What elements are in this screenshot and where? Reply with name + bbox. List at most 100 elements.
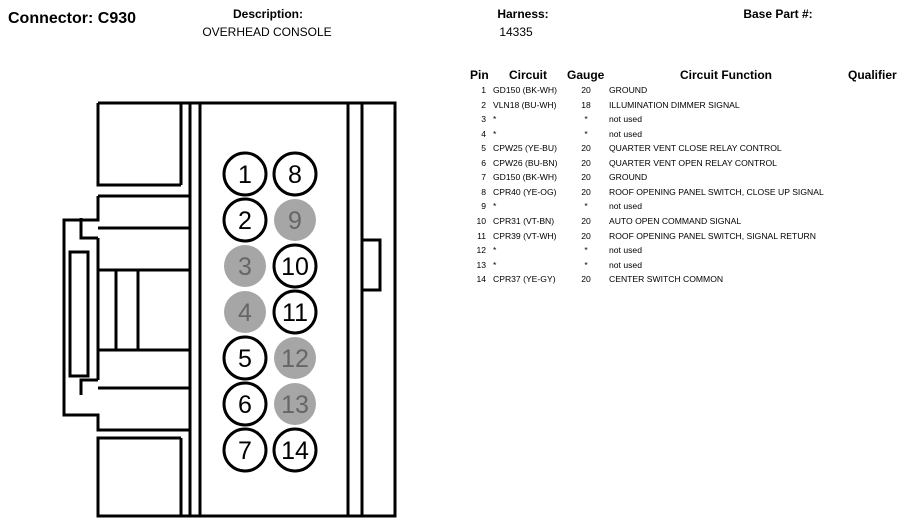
pin-11: 11: [272, 289, 318, 335]
function-cell: not used: [609, 201, 642, 212]
pin-cavity: [222, 381, 268, 427]
pin-cell: 4: [481, 128, 486, 139]
circuit-cell: *: [493, 259, 497, 270]
gauge-cell: *: [584, 259, 588, 270]
col-header-pin: Pin: [470, 68, 489, 82]
col-header-circuit: Circuit: [509, 68, 548, 82]
pin-cavity: [272, 151, 318, 197]
pin-14: 14: [272, 427, 318, 473]
function-cell: GROUND: [609, 172, 648, 183]
table-row: 1 GD150 (BK-WH) 20 GROUND: [460, 85, 905, 100]
function-cell: AUTO OPEN COMMAND SIGNAL: [609, 215, 742, 226]
pin-cell: 13: [476, 259, 486, 270]
connector-title: Connector: C930: [8, 10, 137, 27]
pin-cavity: [272, 243, 318, 289]
pin-12: 12: [274, 337, 316, 379]
connector-housing: [62, 101, 397, 518]
circuit-cell: VLN18 (BU-WH): [493, 99, 557, 110]
table-row: 7 GD150 (BK-WH) 20 GROUND: [460, 172, 905, 187]
function-cell: ROOF OPENING PANEL SWITCH, SIGNAL RETURN: [609, 230, 816, 241]
description-label: Description:: [232, 7, 303, 21]
pin-cavity: [274, 199, 316, 241]
function-cell: QUARTER VENT OPEN RELAY CONTROL: [609, 157, 777, 168]
pin-cavity: [224, 291, 266, 333]
pin-cavity: [274, 337, 316, 379]
pin-cell: 11: [477, 230, 486, 241]
gauge-cell: *: [584, 245, 588, 256]
pin-number-label: 14: [281, 437, 309, 465]
circuit-cell: *: [493, 114, 497, 125]
circuit-cell: *: [493, 128, 497, 139]
pin-number-label: 2: [238, 207, 252, 235]
pin-cell: 12: [476, 245, 486, 256]
circuit-cell: CPR31 (VT-BN): [493, 215, 555, 226]
gauge-cell: *: [584, 201, 588, 212]
pin-6: 6: [222, 381, 268, 427]
pin-cell: 3: [481, 114, 486, 125]
pin-cell: 5: [481, 143, 486, 154]
table-row: 4**not used: [460, 129, 905, 144]
pin-2: 2: [222, 197, 268, 243]
base-part-label: Base Part #:: [743, 7, 813, 21]
pin-9: 9: [274, 199, 316, 241]
pin-number-label: 13: [281, 391, 309, 419]
pin-10: 10: [272, 243, 318, 289]
pin-number-label: 11: [282, 299, 308, 327]
pin-number-label: 8: [288, 161, 302, 189]
gauge-cell: 20: [581, 85, 591, 95]
pin-cell: 1: [481, 85, 486, 95]
col-header-function: Circuit Function: [680, 68, 772, 82]
table-row: 12**not used: [460, 245, 905, 260]
circuit-cell: CPR37 (YE-GY): [493, 274, 556, 285]
gauge-cell: 20: [581, 172, 591, 183]
pin-5: 5: [222, 335, 268, 381]
gauge-cell: 20: [581, 157, 591, 168]
pin-number-label: 5: [238, 345, 252, 373]
pin-number-label: 4: [238, 299, 252, 327]
gauge-cell: *: [584, 128, 588, 139]
function-cell: GROUND: [609, 85, 648, 95]
pin-13: 13: [274, 383, 316, 425]
pin-cavity: [222, 151, 268, 197]
table-row: 3**not used: [460, 114, 905, 129]
pin-cell: 8: [481, 186, 486, 197]
pin-cell: 2: [481, 99, 486, 110]
pin-cavity: [274, 383, 316, 425]
circuit-cell: CPW25 (YE-BU): [493, 143, 557, 154]
gauge-cell: 20: [581, 186, 591, 197]
pin-cavity: [222, 197, 268, 243]
function-cell: not used: [609, 259, 642, 270]
function-cell: QUARTER VENT CLOSE RELAY CONTROL: [609, 143, 782, 154]
table-row: 13 * * not used: [460, 260, 905, 275]
table-row: 9**not used: [460, 201, 905, 216]
pin-cavity: [222, 427, 268, 473]
pin-cell: 7: [481, 172, 486, 183]
pin-cavity: [272, 289, 318, 335]
gauge-cell: 20: [581, 215, 591, 226]
description-value: OVERHEAD CONSOLE: [202, 25, 332, 39]
circuit-cell: GD150 (BK-WH): [493, 172, 557, 183]
harness-value: 14335: [499, 25, 533, 39]
pin-cell: 14: [476, 274, 486, 285]
pin-number-label: 3: [238, 253, 252, 281]
col-header-gauge: Gauge: [567, 68, 605, 82]
circuit-cell: *: [493, 201, 497, 212]
pin-cavity: [222, 335, 268, 381]
pin-cell: 6: [481, 157, 486, 168]
function-cell: not used: [609, 114, 642, 125]
pin-number-label: 9: [288, 207, 302, 235]
pin-4: 4: [224, 291, 266, 333]
col-header-qualifier: Qualifier: [848, 68, 897, 82]
circuit-cell: GD150 (BK-WH): [493, 85, 557, 95]
circuit-cell: CPR40 (YE-OG): [493, 186, 557, 197]
circuit-cell: CPR39 (VT-WH): [493, 230, 557, 241]
pin-number-label: 1: [238, 161, 252, 189]
pin-number-label: 10: [281, 253, 309, 281]
pin-8: 8: [272, 151, 318, 197]
